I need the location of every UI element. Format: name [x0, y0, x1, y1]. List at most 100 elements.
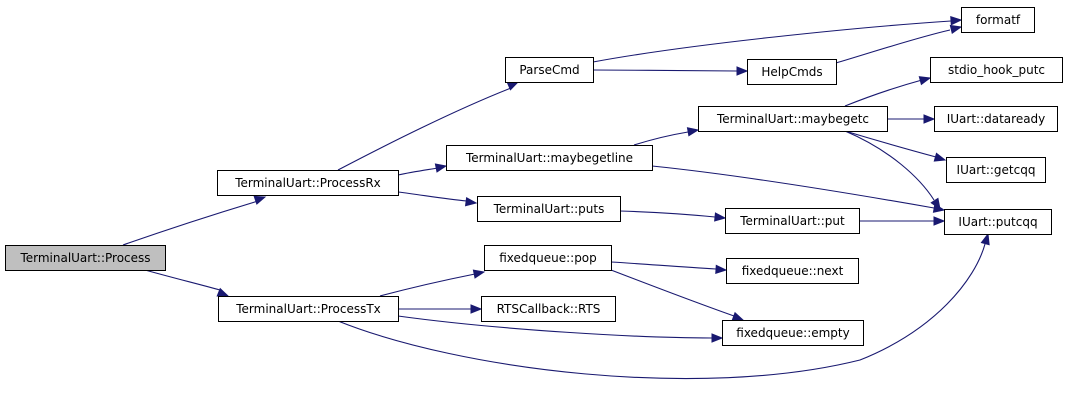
edge-line	[835, 29, 951, 64]
arrow-head	[686, 127, 700, 137]
node-box	[747, 59, 837, 85]
edge-line	[337, 243, 986, 380]
node-puts[interactable]: TerminalUart::puts	[477, 196, 621, 222]
edge-pop-to-next	[610, 261, 728, 275]
node-box	[934, 106, 1058, 132]
node-maybegetline[interactable]: TerminalUart::maybegetline	[446, 145, 653, 171]
node-label: fixedqueue::pop	[499, 251, 597, 265]
node-label: ParseCmd	[519, 63, 579, 77]
node-label: TerminalUart::puts	[493, 202, 605, 216]
node-helpcmds[interactable]: HelpCmds	[747, 59, 837, 85]
node-label: IUart::getcqq	[957, 163, 1036, 177]
node-box	[505, 57, 594, 83]
node-parsecmd[interactable]: ParseCmd	[505, 57, 594, 83]
node-stdio[interactable]: stdio_hook_putc	[930, 57, 1063, 83]
node-box	[722, 320, 864, 346]
edge-processtx-to-putcqq	[337, 232, 990, 380]
node-label: TerminalUart::maybegetline	[465, 151, 633, 165]
edge-line	[651, 165, 935, 209]
edge-line	[844, 79, 923, 107]
edge-line	[592, 20, 952, 63]
edge-puts-to-put	[619, 210, 727, 222]
edge-put-to-putcqq	[859, 216, 946, 226]
arrow-head	[464, 196, 478, 207]
edge-line	[844, 130, 935, 201]
arrow-head	[715, 264, 728, 275]
node-pop[interactable]: fixedqueue::pop	[484, 245, 612, 271]
node-dataready[interactable]: IUart::dataready	[934, 106, 1058, 132]
edge-line	[844, 130, 937, 158]
node-label: TerminalUart::put	[739, 214, 845, 228]
edge-process-to-processrx	[122, 195, 267, 246]
node-empty[interactable]: fixedqueue::empty	[722, 320, 864, 346]
node-box	[698, 106, 888, 132]
node-label: TerminalUart::ProcessTx	[235, 302, 381, 316]
node-box	[218, 296, 399, 322]
edge-line	[633, 131, 689, 146]
edge-maybegetc-to-stdio	[844, 76, 932, 107]
node-rts[interactable]: RTSCallback::RTS	[481, 296, 616, 322]
node-label: TerminalUart::Process	[19, 251, 150, 265]
node-label: stdio_hook_putc	[948, 63, 1045, 77]
edge-processtx-to-pop	[379, 269, 486, 297]
edge-line	[619, 210, 716, 218]
node-box	[477, 196, 621, 222]
node-label: HelpCmds	[761, 65, 822, 79]
node-label: TerminalUart::maybegetc	[716, 112, 869, 126]
arrow-head	[434, 163, 448, 173]
arrow-head	[933, 152, 947, 162]
node-putcqq[interactable]: IUart::putcqq	[944, 209, 1052, 235]
node-label: IUart::putcqq	[958, 215, 1037, 229]
edge-maybegetc-to-getcqq	[844, 130, 947, 162]
node-processrx[interactable]: TerminalUart::ProcessRx	[217, 170, 399, 196]
arrow-head	[472, 269, 486, 279]
edge-line	[397, 315, 713, 339]
node-next[interactable]: fixedqueue::next	[726, 258, 859, 284]
node-maybegetc[interactable]: TerminalUart::maybegetc	[698, 106, 888, 132]
node-label: IUart::dataready	[947, 112, 1046, 126]
node-put[interactable]: TerminalUart::put	[725, 208, 860, 234]
node-processtx[interactable]: TerminalUart::ProcessTx	[218, 296, 399, 322]
node-layer: TerminalUart::ProcessTerminalUart::Proce…	[5, 7, 1063, 346]
arrow-head	[253, 195, 267, 205]
node-box	[5, 245, 166, 271]
edge-line	[610, 261, 717, 270]
node-box	[726, 258, 859, 284]
edge-processtx-to-empty	[397, 315, 724, 343]
arrow-head	[923, 114, 936, 124]
arrow-head	[949, 24, 963, 35]
arrow-head	[930, 197, 941, 211]
edge-maybegetc-to-dataready	[886, 114, 936, 124]
edge-processrx-to-maybegetline	[397, 163, 448, 176]
edge-maybegetline-to-maybegetc	[633, 127, 700, 146]
arrow-head	[980, 232, 990, 246]
edge-line	[122, 200, 259, 246]
edge-layer	[122, 15, 990, 380]
node-box	[725, 208, 860, 234]
edge-processrx-to-puts	[397, 191, 478, 207]
arrow-head	[714, 212, 727, 222]
node-box	[944, 209, 1052, 235]
edge-parsecmd-to-helpcmds	[592, 66, 749, 76]
node-label: RTSCallback::RTS	[497, 302, 601, 316]
arrow-head	[950, 15, 963, 26]
arrow-head	[918, 76, 932, 86]
edge-parsecmd-to-formatf	[592, 15, 963, 63]
node-process[interactable]: TerminalUart::Process	[5, 245, 166, 271]
node-box	[930, 57, 1063, 83]
edge-line	[592, 69, 738, 72]
arrow-head	[736, 66, 749, 76]
node-formatf[interactable]: formatf	[961, 7, 1035, 33]
node-label: fixedqueue::next	[742, 264, 844, 278]
node-getcqq[interactable]: IUart::getcqq	[946, 157, 1046, 183]
edge-line	[397, 191, 468, 202]
edge-process-to-processtx	[144, 269, 230, 297]
edge-pop-to-empty	[610, 269, 745, 321]
node-label: TerminalUart::ProcessRx	[234, 176, 381, 190]
node-label: fixedqueue::empty	[736, 326, 849, 340]
edge-line	[397, 167, 439, 176]
node-box	[217, 170, 399, 196]
arrow-head	[731, 311, 745, 321]
arrow-head	[470, 304, 483, 314]
